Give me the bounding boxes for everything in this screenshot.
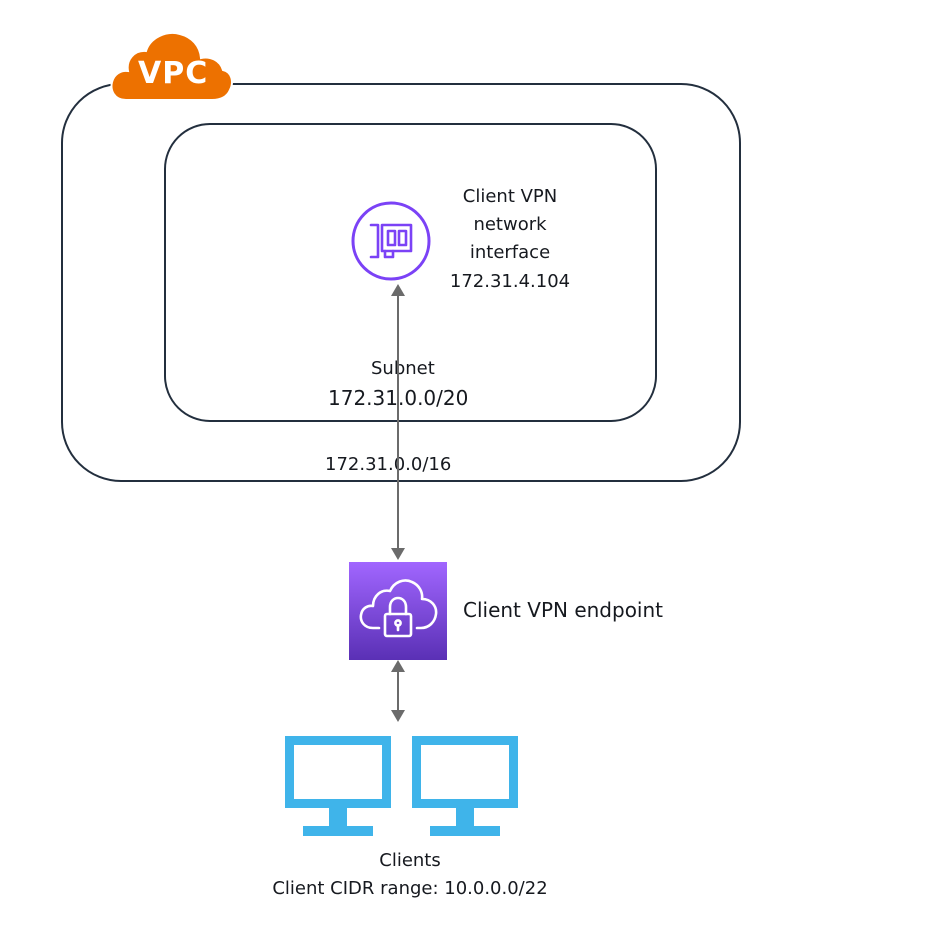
clients-cidr-range: Client CIDR range: 10.0.0.0/22 [272, 878, 548, 899]
network-interface-icon [351, 201, 431, 281]
vpc-cidr: 172.31.0.0/16 [325, 454, 452, 475]
clients-label: Clients [379, 850, 441, 871]
network-interface-ip: 172.31.4.104 [449, 271, 571, 292]
vpc-cloud-badge-icon [110, 32, 233, 101]
vpc-container [61, 83, 741, 482]
client-vpn-endpoint-label: Client VPN endpoint [463, 598, 663, 622]
network-interface-label-line-3: interface [469, 242, 551, 263]
connector-endpoint-clients [391, 660, 405, 722]
connector-interface-endpoint [391, 284, 405, 560]
client-monitor-icon-1 [285, 736, 391, 836]
network-interface-label-line-2: network [473, 214, 547, 235]
client-monitor-icon-2 [412, 736, 518, 836]
network-interface-label-line-1: Client VPN [462, 186, 558, 207]
subnet-label: Subnet [371, 358, 435, 379]
vpc-badge-text: VPC [138, 56, 209, 91]
subnet-container [164, 123, 657, 422]
client-vpn-endpoint-icon [349, 562, 447, 660]
